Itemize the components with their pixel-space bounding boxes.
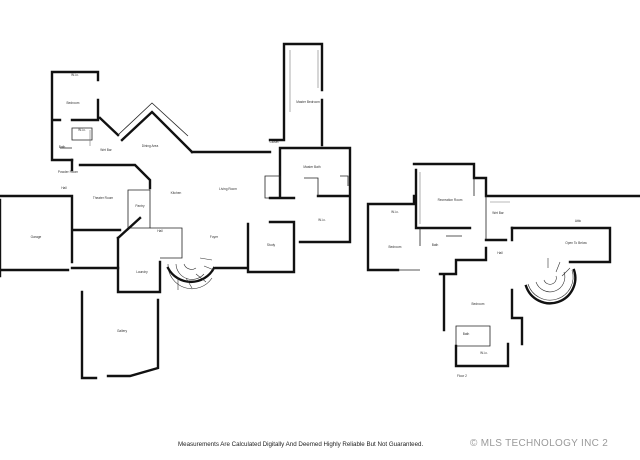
label-foyer: Foyer: [210, 235, 219, 239]
label-bedroom-upper: Bedroom: [389, 245, 402, 249]
label-wic-upper: W.i.c.: [391, 210, 399, 214]
label-pantry: Pantry: [135, 204, 145, 208]
label-living: Living Room: [219, 187, 237, 191]
label-wic-master: W.i.c.: [318, 218, 326, 222]
label-laundry: Laundry: [136, 270, 148, 274]
label-dining: Dining Area: [142, 144, 159, 148]
label-wet-bar: Wet Bar: [100, 148, 112, 152]
label-open-to-below: Open To Below: [565, 241, 587, 245]
label-garage: Garage: [31, 235, 42, 239]
label-wic-top: W.i.c.: [71, 73, 79, 77]
room-labels: W.i.c. Bedroom W.i.c. Bath Wet Bar Dinin…: [31, 73, 588, 378]
label-powder: Powder Room: [58, 170, 79, 174]
label-master-bath: Master Bath: [303, 165, 320, 169]
label-study: Study: [267, 243, 276, 247]
label-closet: Closet: [269, 140, 278, 144]
label-master-bedroom: Master Bedroom: [296, 100, 320, 104]
label-floor: Floor 2: [457, 374, 467, 378]
label-gallery: Gallery: [117, 329, 128, 333]
label-wic-lower-right: W.i.c.: [480, 351, 488, 355]
label-hall-upper: Hall: [497, 251, 503, 255]
label-wet-bar-upper: Wet Bar: [492, 211, 504, 215]
second-floor-walls: [366, 162, 640, 368]
label-hall-mid: Hall: [157, 229, 163, 233]
label-recreation: Recreation Room: [438, 198, 463, 202]
label-bath-lower-right: Bath: [463, 332, 470, 336]
disclaimer-text: Measurements Are Calculated Digitally An…: [178, 441, 424, 448]
copyright-watermark: © MLS TECHNOLOGY INC 2: [470, 438, 609, 449]
first-floor-walls: [0, 42, 352, 380]
label-bedroom-left: Bedroom: [67, 101, 80, 105]
label-wic-left: W.i.c.: [78, 128, 86, 132]
label-bedroom-lower-right: Bedroom: [472, 302, 485, 306]
label-bath-upper: Bath: [432, 243, 439, 247]
label-kitchen: Kitchen: [171, 191, 182, 195]
label-bath-left: Bath: [59, 145, 66, 149]
label-theater: Theater Room: [93, 196, 114, 200]
label-hall-left: Hall: [61, 186, 67, 190]
label-attic: Attic: [575, 219, 582, 223]
